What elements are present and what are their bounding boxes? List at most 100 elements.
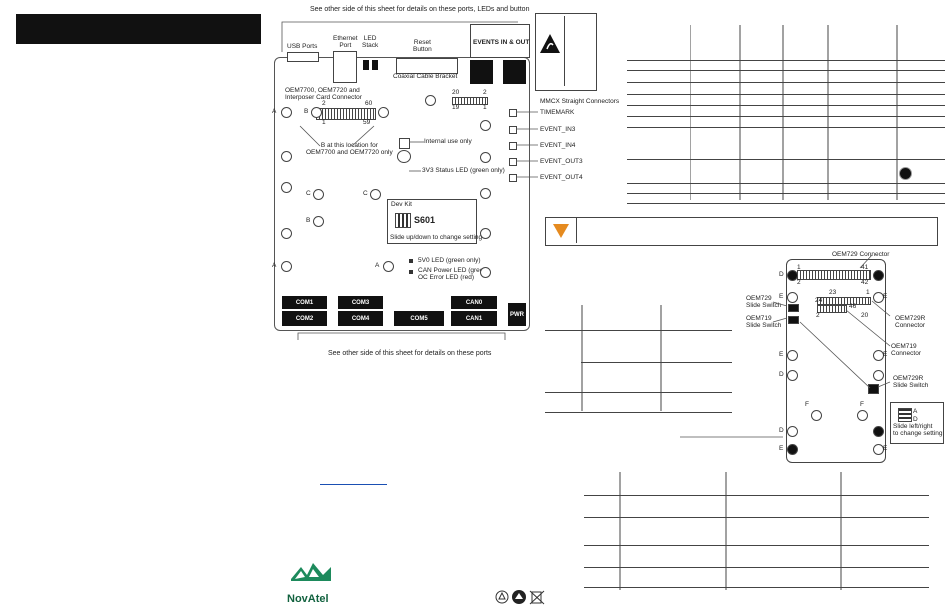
module-label-d1: D: [779, 271, 784, 278]
mounting-hole-right1: [480, 120, 491, 131]
pin-2: 2: [322, 100, 326, 107]
coaxial-bracket-label: Coaxial Cable Bracket: [393, 73, 458, 80]
module-hole-f2: [857, 410, 868, 421]
connector-icon: [899, 167, 912, 180]
internal-use-label: Internal use only: [424, 138, 472, 145]
mounting-hole-left4: [281, 228, 292, 239]
oem719-slide-switch[interactable]: [788, 316, 799, 324]
module-pin-41: 41: [861, 264, 869, 271]
module-pin-1b: 1: [866, 289, 870, 296]
oem729r-slide-switch[interactable]: [868, 384, 879, 394]
novatel-logo-text: NovAtel: [287, 593, 329, 605]
module-hole-d5: [787, 426, 798, 437]
oem729r-switch-label: OEM729R Slide Switch: [893, 375, 929, 389]
module-pin-2: 2: [797, 279, 801, 286]
mmcx-timemark[interactable]: [509, 109, 517, 117]
slide-note: Slide left/right to change setting: [893, 423, 943, 437]
mmcx-event-out3[interactable]: [509, 158, 517, 166]
com2-port[interactable]: COM2: [282, 311, 327, 326]
hole-label-a3: A: [375, 262, 380, 269]
module-label-e6: E: [883, 445, 888, 452]
novatel-logo-icon: [291, 563, 331, 581]
module-hole-d6: [873, 426, 884, 437]
led-stack-1: [363, 60, 369, 70]
b-location-note: B at this location for OEM7700 and OEM77…: [306, 142, 393, 156]
led-stack-2: [372, 60, 378, 70]
oem729-switch-label: OEM729 Slide Switch: [746, 295, 782, 309]
mmcx-event-in4[interactable]: [509, 142, 517, 150]
can1-port[interactable]: CAN1: [451, 311, 497, 326]
com5-port[interactable]: COM5: [394, 311, 444, 326]
module-label-e1: E: [779, 293, 784, 300]
module-hole-d3: [787, 370, 798, 381]
mounting-hole-right5: [480, 267, 491, 278]
switch-table: [545, 305, 732, 413]
spec-table: [627, 25, 945, 204]
mmcx-label-event-out3: EVENT_OUT3: [540, 158, 583, 165]
pin-20: 20: [452, 89, 460, 96]
module-pin-2b: 2: [816, 312, 820, 319]
can-power-led: [409, 270, 413, 274]
oem729-connector-label: OEM729 Connector: [832, 251, 890, 258]
mounting-hole-left2: [281, 151, 292, 162]
switch-table-columns: [581, 305, 662, 411]
com3-port[interactable]: COM3: [338, 296, 383, 309]
module-label-e3: E: [779, 351, 784, 358]
slide-note-d: D: [913, 416, 918, 423]
pin-1: 1: [322, 119, 326, 126]
hole-label-c2: C: [363, 190, 368, 197]
warning-triangle-icon: [553, 224, 569, 238]
mmcx-event-out4[interactable]: [509, 174, 517, 182]
mmcx-event-in3[interactable]: [509, 126, 517, 134]
oem7-module-board: [786, 259, 886, 463]
esd-divider: [537, 16, 565, 86]
mounting-hole-a3: [383, 261, 394, 272]
doc-link[interactable]: [320, 484, 387, 485]
mounting-hole-a1: [281, 107, 292, 118]
mounting-hole-a2: [281, 261, 292, 272]
s601-note: Slide up/down to change setting: [390, 234, 483, 241]
dev-kit-label: Dev Kit: [391, 201, 412, 208]
oem719-connector-label: OEM719 Connector: [891, 343, 921, 357]
status-led-label: 3V3 Status LED (green only): [422, 167, 505, 174]
event-in-connector: [470, 60, 493, 84]
led-stack-label: LED Stack: [362, 35, 379, 49]
pin-60: 60: [365, 100, 373, 107]
bottom-note: See other side of this sheet for details…: [328, 350, 492, 357]
module-hole-d1: [787, 270, 798, 281]
mounting-hole-right4: [480, 228, 491, 239]
pwr-port[interactable]: PWR: [508, 303, 526, 326]
module-pin-46: 46: [849, 303, 857, 310]
usb-ports-label: USB Ports: [287, 43, 318, 50]
mounting-hole-left3: [281, 182, 292, 193]
com4-port[interactable]: COM4: [338, 311, 383, 326]
module-pin-42: 42: [861, 279, 869, 286]
mmcx-label-event-in4: EVENT_IN4: [540, 142, 576, 149]
s601-switch[interactable]: [395, 213, 411, 228]
oem-connector-label: OEM7700, OEM7720 and Interposer Card Con…: [285, 87, 362, 101]
can-power-led-label: CAN Power LED (green) OC Error LED (red): [418, 267, 490, 281]
hole-label-a2: A: [272, 262, 277, 269]
module-hole-e6: [873, 444, 884, 455]
ethernet-port: [333, 51, 357, 83]
mmcx-title: MMCX Straight Connectors: [540, 98, 620, 105]
oem729-slide-switch[interactable]: [788, 304, 799, 312]
s601-label: S601: [414, 215, 436, 225]
slide-switch-illustration: [898, 408, 912, 422]
can0-port[interactable]: CAN0: [451, 296, 497, 309]
module-label-e2: E: [883, 293, 888, 300]
module-pin-1: 1: [797, 264, 801, 271]
reset-button[interactable]: [396, 58, 458, 74]
event-out-connector: [503, 60, 526, 84]
oem729r-connector-label: OEM729R Connector: [895, 315, 926, 329]
mounting-hole-b2: [313, 216, 324, 227]
spec-table-columns: [690, 25, 898, 200]
bottom-table: [584, 472, 929, 588]
mounting-hole-b1: [311, 107, 322, 118]
module-hole-d4: [873, 370, 884, 381]
module-label-f2: F: [860, 401, 864, 408]
com1-port[interactable]: COM1: [282, 296, 327, 309]
pin-59: 59: [363, 119, 371, 126]
module-label-e4: E: [883, 351, 888, 358]
